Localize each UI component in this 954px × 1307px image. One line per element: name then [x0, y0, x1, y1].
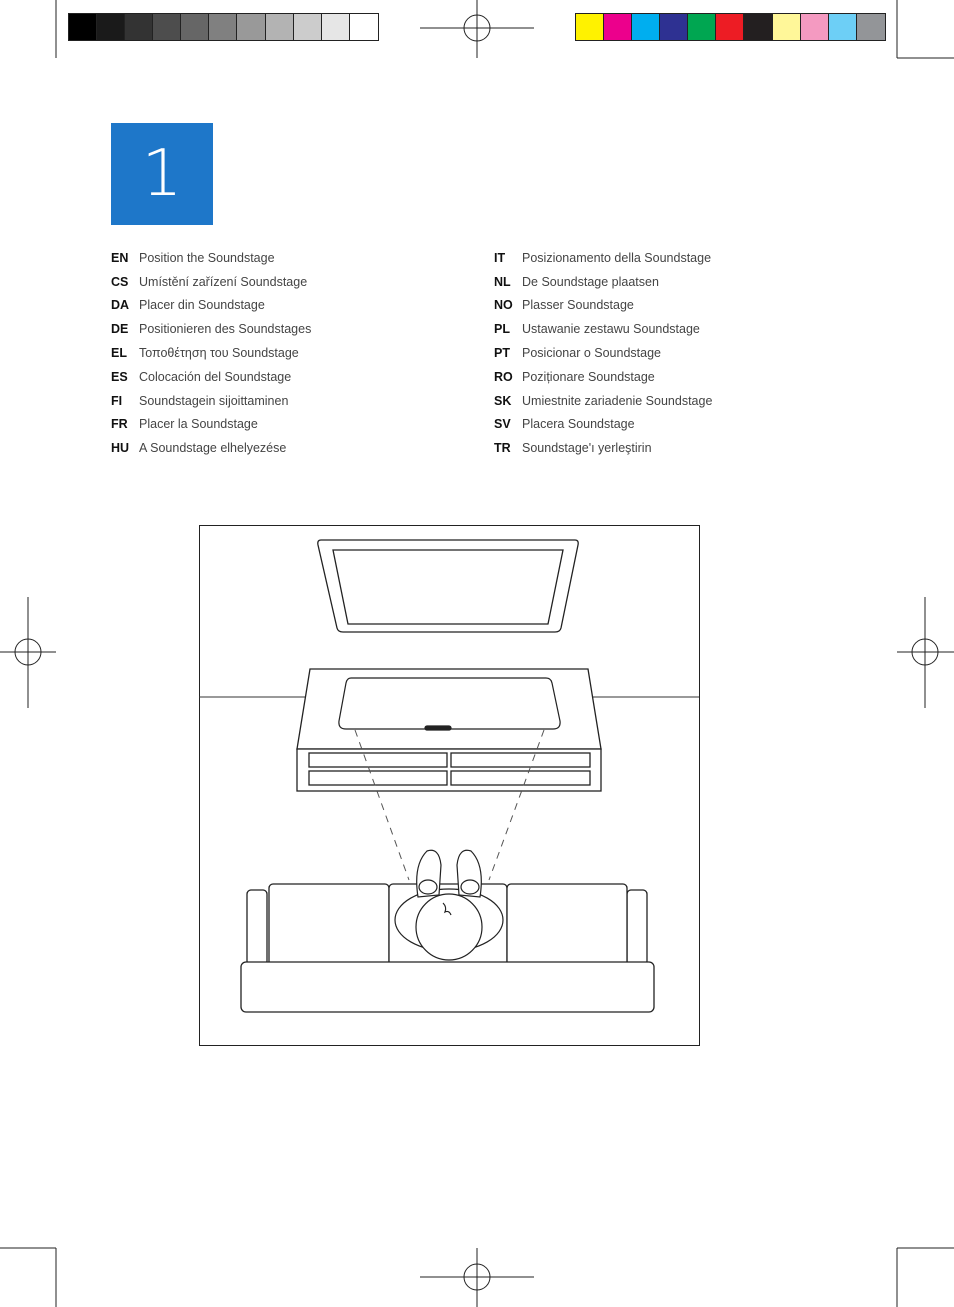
language-row: SV Placera Soundstage	[494, 413, 712, 437]
grayscale-swatch	[321, 14, 350, 40]
language-row: TR Soundstage'ı yerleştirin	[494, 436, 712, 460]
grayscale-swatch	[265, 14, 294, 40]
language-code: RO	[494, 369, 513, 384]
placement-illustration	[199, 525, 700, 1046]
language-caption: Τοποθέτηση του Soundstage	[139, 346, 299, 361]
color-swatch	[632, 14, 661, 40]
registration-mark-top	[420, 0, 534, 58]
color-swatch	[856, 14, 885, 40]
language-caption: Colocación del Soundstage	[139, 369, 292, 384]
grayscale-calibration-strip	[68, 13, 379, 41]
language-code: PT	[494, 346, 510, 361]
language-code: FR	[111, 417, 128, 432]
color-swatch	[688, 14, 717, 40]
color-swatch	[660, 14, 689, 40]
language-caption: De Soundstage plaatsen	[522, 274, 659, 289]
color-calibration-strip	[575, 13, 886, 41]
language-code: DE	[111, 322, 129, 337]
language-code: FI	[111, 393, 123, 408]
language-caption: Positionieren des Soundstages	[139, 322, 312, 337]
language-row: PL Ustawanie zestawu Soundstage	[494, 317, 712, 341]
language-caption: Posicionar o Soundstage	[522, 346, 661, 361]
grayscale-swatch	[237, 14, 266, 40]
language-code: TR	[494, 441, 511, 456]
language-row: EN Position the Soundstage	[111, 246, 311, 270]
language-caption: Position the Soundstage	[139, 250, 275, 265]
language-code: ES	[111, 369, 128, 384]
color-swatch	[744, 14, 773, 40]
language-code: IT	[494, 250, 506, 265]
grayscale-swatch	[293, 14, 322, 40]
registration-mark-right	[897, 597, 954, 708]
language-row: FI Soundstagein sijoittaminen	[111, 389, 311, 413]
color-swatch	[800, 14, 829, 40]
language-row: NO Plasser Soundstage	[494, 294, 712, 318]
language-code: EL	[111, 346, 127, 361]
language-row: PT Posicionar o Soundstage	[494, 341, 712, 365]
language-row: EL Τοποθέτηση του Soundstage	[111, 341, 311, 365]
language-row: RO Poziționare Soundstage	[494, 365, 712, 389]
color-swatch	[772, 14, 801, 40]
language-caption: Poziționare Soundstage	[522, 369, 655, 384]
language-caption: Soundstage'ı yerleştirin	[522, 441, 652, 456]
language-caption: Posizionamento della Soundstage	[522, 250, 712, 265]
language-caption: Placera Soundstage	[522, 417, 635, 432]
registration-mark-bottom	[420, 1248, 534, 1307]
language-caption: Placer din Soundstage	[139, 298, 265, 313]
language-row: CS Umístění zařízení Soundstage	[111, 270, 311, 294]
language-code: SV	[494, 417, 511, 432]
language-row: NL De Soundstage plaatsen	[494, 270, 712, 294]
language-caption: Plasser Soundstage	[522, 298, 634, 313]
language-row: HU A Soundstage elhelyezése	[111, 436, 311, 460]
language-row: DA Placer din Soundstage	[111, 294, 311, 318]
step-number: 1	[141, 137, 183, 211]
grayscale-swatch	[125, 14, 154, 40]
grayscale-swatch	[153, 14, 182, 40]
grayscale-swatch	[209, 14, 238, 40]
language-row: FR Placer la Soundstage	[111, 413, 311, 437]
grayscale-swatch	[69, 14, 98, 40]
color-swatch	[604, 14, 633, 40]
language-caption: A Soundstage elhelyezése	[139, 441, 287, 456]
language-row: ES Colocación del Soundstage	[111, 365, 311, 389]
registration-mark-left	[0, 597, 56, 708]
color-swatch	[716, 14, 745, 40]
language-caption: Soundstagein sijoittaminen	[139, 393, 289, 408]
listener-icon	[394, 849, 504, 961]
language-code: SK	[494, 393, 512, 408]
language-code: EN	[111, 250, 129, 265]
language-caption: Placer la Soundstage	[139, 417, 258, 432]
color-swatch	[828, 14, 857, 40]
grayscale-swatch	[97, 14, 126, 40]
language-row: IT Posizionamento della Soundstage	[494, 246, 712, 270]
language-caption: Umístění zařízení Soundstage	[139, 274, 308, 289]
language-code: PL	[494, 322, 510, 337]
sound-path-lines	[354, 729, 545, 881]
language-caption: Umiestnite zariadenie Soundstage	[522, 393, 713, 408]
language-row: DE Positionieren des Soundstages	[111, 317, 311, 341]
language-caption: Ustawanie zestawu Soundstage	[522, 322, 700, 337]
grayscale-swatch	[349, 14, 378, 40]
language-code: HU	[111, 441, 130, 456]
step-number-badge: 1	[111, 123, 213, 225]
language-code: CS	[111, 274, 129, 289]
grayscale-swatch	[181, 14, 210, 40]
language-code: DA	[111, 298, 130, 313]
tv-icon	[317, 539, 579, 633]
soundstage-icon	[338, 677, 561, 731]
language-code: NO	[494, 298, 513, 313]
color-swatch	[576, 14, 605, 40]
language-code: NL	[494, 274, 511, 289]
language-row: SK Umiestnite zariadenie Soundstage	[494, 389, 712, 413]
